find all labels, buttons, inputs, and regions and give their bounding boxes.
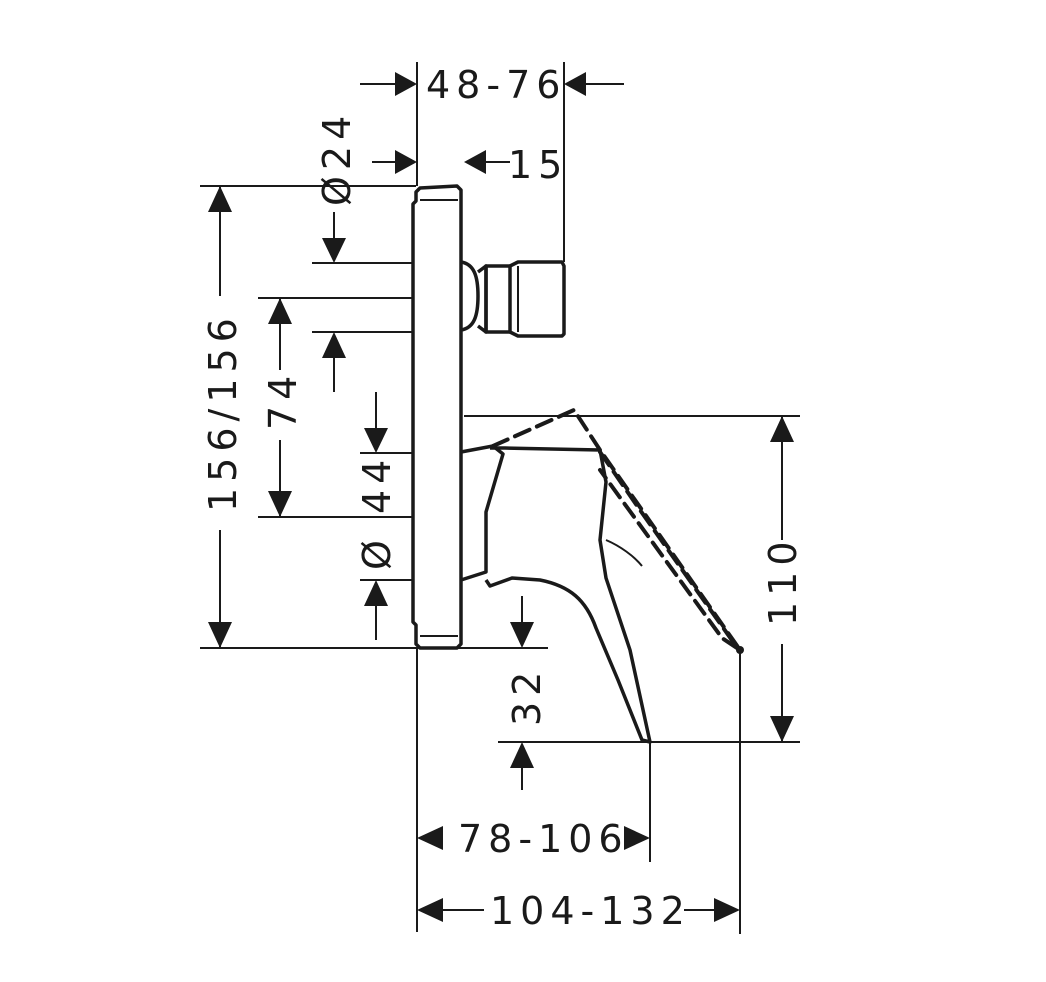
dim-handle-lift: 110 (761, 535, 805, 626)
dim-diameter-bottom-value: 44 (355, 454, 399, 514)
dim-spout-projection: 78-106 (458, 817, 629, 861)
diverter-stub (460, 260, 566, 338)
dim-diameter-top: Ø24 (315, 110, 359, 206)
dim-total-projection: 104-132 (490, 889, 691, 933)
dimension-labels: 48-76 15 Ø24 156/156 74 44 Ø 32 110 78-1… (201, 63, 805, 933)
dim-stub-length: 15 (508, 143, 568, 187)
handle-lever-top (484, 446, 652, 744)
dimension-lines (200, 62, 800, 934)
dim-plate-height: 156/156 (201, 312, 245, 512)
dim-stub-offset: 74 (261, 370, 305, 430)
cover-plate (411, 184, 463, 650)
dim-spout-drop: 32 (505, 666, 549, 726)
handle-lever (460, 444, 505, 582)
dim-width-handle-extension: 48-76 (426, 63, 566, 107)
mixer-body (411, 184, 744, 744)
dim-diameter-bottom-symbol: Ø (355, 534, 399, 570)
